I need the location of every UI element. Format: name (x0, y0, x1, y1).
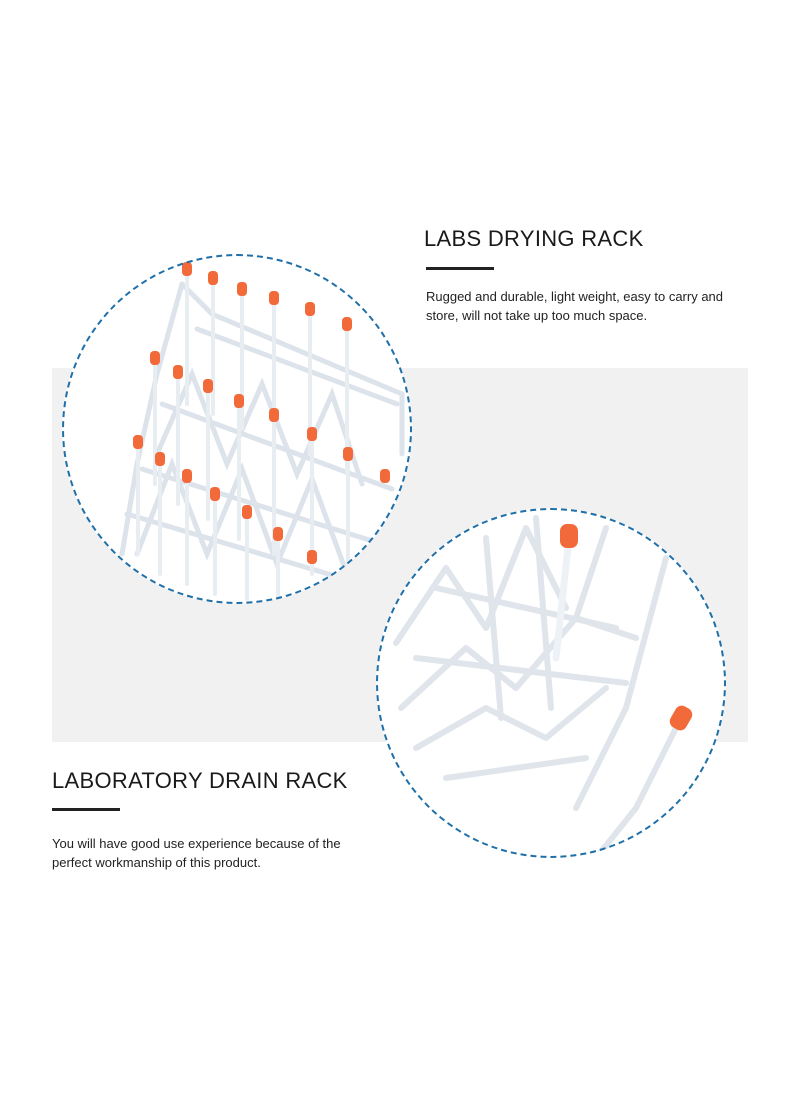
rack-closeup-illustration (393, 515, 693, 858)
section-description: Rugged and durable, light weight, easy t… (426, 289, 724, 323)
rack-overview-illustration (119, 262, 405, 604)
section-title-laboratory-drain-rack: LABORATORY DRAIN RACK (52, 768, 348, 793)
rack-overview-photo (62, 254, 412, 604)
peg-caps (133, 262, 390, 564)
section-description: You will have good use experience becaus… (52, 836, 341, 870)
title-underline (426, 267, 494, 270)
section-title-labs-drying-rack: LABS DRYING RACK (424, 226, 644, 251)
rack-closeup-photo (376, 508, 726, 858)
title-underline (52, 808, 120, 811)
peg-caps (560, 524, 693, 731)
